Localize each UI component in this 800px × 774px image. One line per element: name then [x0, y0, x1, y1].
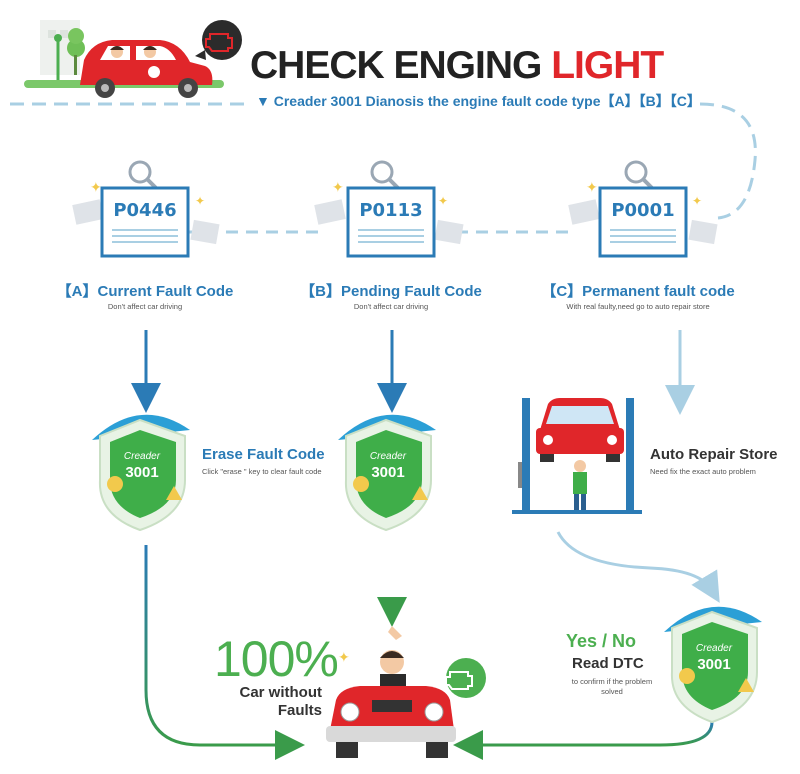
happy-driver-car: ✦	[326, 626, 486, 758]
device-model-middle: 3001	[371, 464, 405, 481]
repair-note: Need fix the exact auto problem	[650, 467, 756, 476]
read-dtc-label: Read DTC	[572, 655, 644, 672]
svg-text:✦: ✦	[586, 180, 598, 196]
erase-note: Click "erase " key to clear fault code	[202, 467, 322, 476]
code-card-decoration-a: ✦ ✦	[72, 160, 220, 258]
device-brand-right: Creader	[695, 643, 733, 654]
shield-device-middle	[338, 414, 436, 532]
shield-device-left	[92, 414, 190, 532]
result-line2: Faults	[277, 702, 322, 719]
yes-no-label: Yes / No	[566, 631, 637, 651]
result-label: Car without Faults	[226, 684, 323, 720]
code-note-a: Don't affect car driving	[107, 302, 183, 311]
fault-code-a: P0446	[113, 200, 177, 221]
result-line1: Car without	[239, 684, 323, 701]
code-title-c: 【C】Permanent fault code	[541, 283, 735, 300]
svg-text:✦: ✦	[692, 194, 702, 208]
device-brand-middle: Creader	[369, 451, 407, 462]
shield-device-right	[664, 606, 762, 724]
svg-text:✦: ✦	[338, 650, 350, 666]
fault-code-b: P0113	[359, 200, 423, 221]
page-subtitle: ▼ Creader 3001 Dianosis the engine fault…	[256, 93, 701, 109]
arrows	[131, 330, 720, 760]
code-title-b: 【B】Pending Fault Code	[300, 283, 482, 300]
read-dtc-note: to confirm if the problem solved	[571, 677, 653, 696]
code-card-decoration-c: ✦ ✦	[568, 160, 718, 258]
svg-text:✦: ✦	[90, 180, 102, 196]
svg-text:✦: ✦	[332, 180, 344, 196]
code-note-b: Don't affect car driving	[353, 302, 429, 311]
fault-code-c: P0001	[611, 200, 675, 221]
svg-text:✦: ✦	[195, 194, 205, 208]
code-note-c: With real faulty,need go to auto repair …	[566, 302, 710, 311]
svg-text:✦: ✦	[438, 194, 448, 208]
page-title: CHECK ENGING LIGHT	[250, 44, 664, 87]
header-car-illustration	[24, 20, 242, 98]
device-model-right: 3001	[697, 656, 731, 673]
result-percent: 100%	[214, 631, 339, 687]
auto-repair-lift	[512, 398, 642, 514]
code-title-a: 【A】Current Fault Code	[56, 283, 234, 300]
device-model-left: 3001	[125, 464, 159, 481]
device-brand-left: Creader	[123, 451, 161, 462]
erase-title: Erase Fault Code	[202, 446, 325, 463]
repair-title: Auto Repair Store	[650, 446, 778, 463]
code-card-decoration-b: ✦ ✦	[314, 160, 464, 258]
